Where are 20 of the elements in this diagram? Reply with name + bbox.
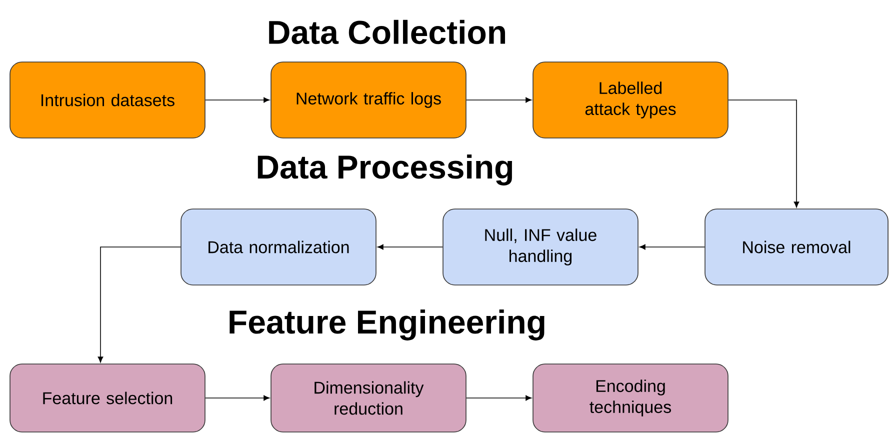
section-heading: Data Collection: [269, 20, 506, 44]
process-box: Labelled attack types: [532, 62, 728, 138]
arrow: [466, 97, 532, 103]
process-box: Dimensionality reduction: [270, 364, 466, 432]
arrow: [639, 244, 705, 250]
arrow: [205, 97, 270, 103]
arrow: [205, 395, 270, 401]
arrow: [98, 246, 181, 363]
process-box: Encoding techniques: [532, 364, 728, 432]
arrow: [728, 100, 800, 208]
section-heading: Feature Engineering: [230, 310, 544, 340]
process-box: Null, INF value handling: [442, 208, 638, 286]
process-box: Data normalization: [180, 208, 376, 286]
process-box: Intrusion datasets: [10, 62, 206, 138]
process-box: Noise removal: [704, 208, 888, 286]
arrow: [377, 244, 443, 250]
section-heading: Data Processing: [258, 154, 512, 186]
process-box: Network traffic logs: [270, 62, 466, 138]
arrow: [466, 395, 532, 401]
process-box: Feature selection: [10, 364, 206, 432]
